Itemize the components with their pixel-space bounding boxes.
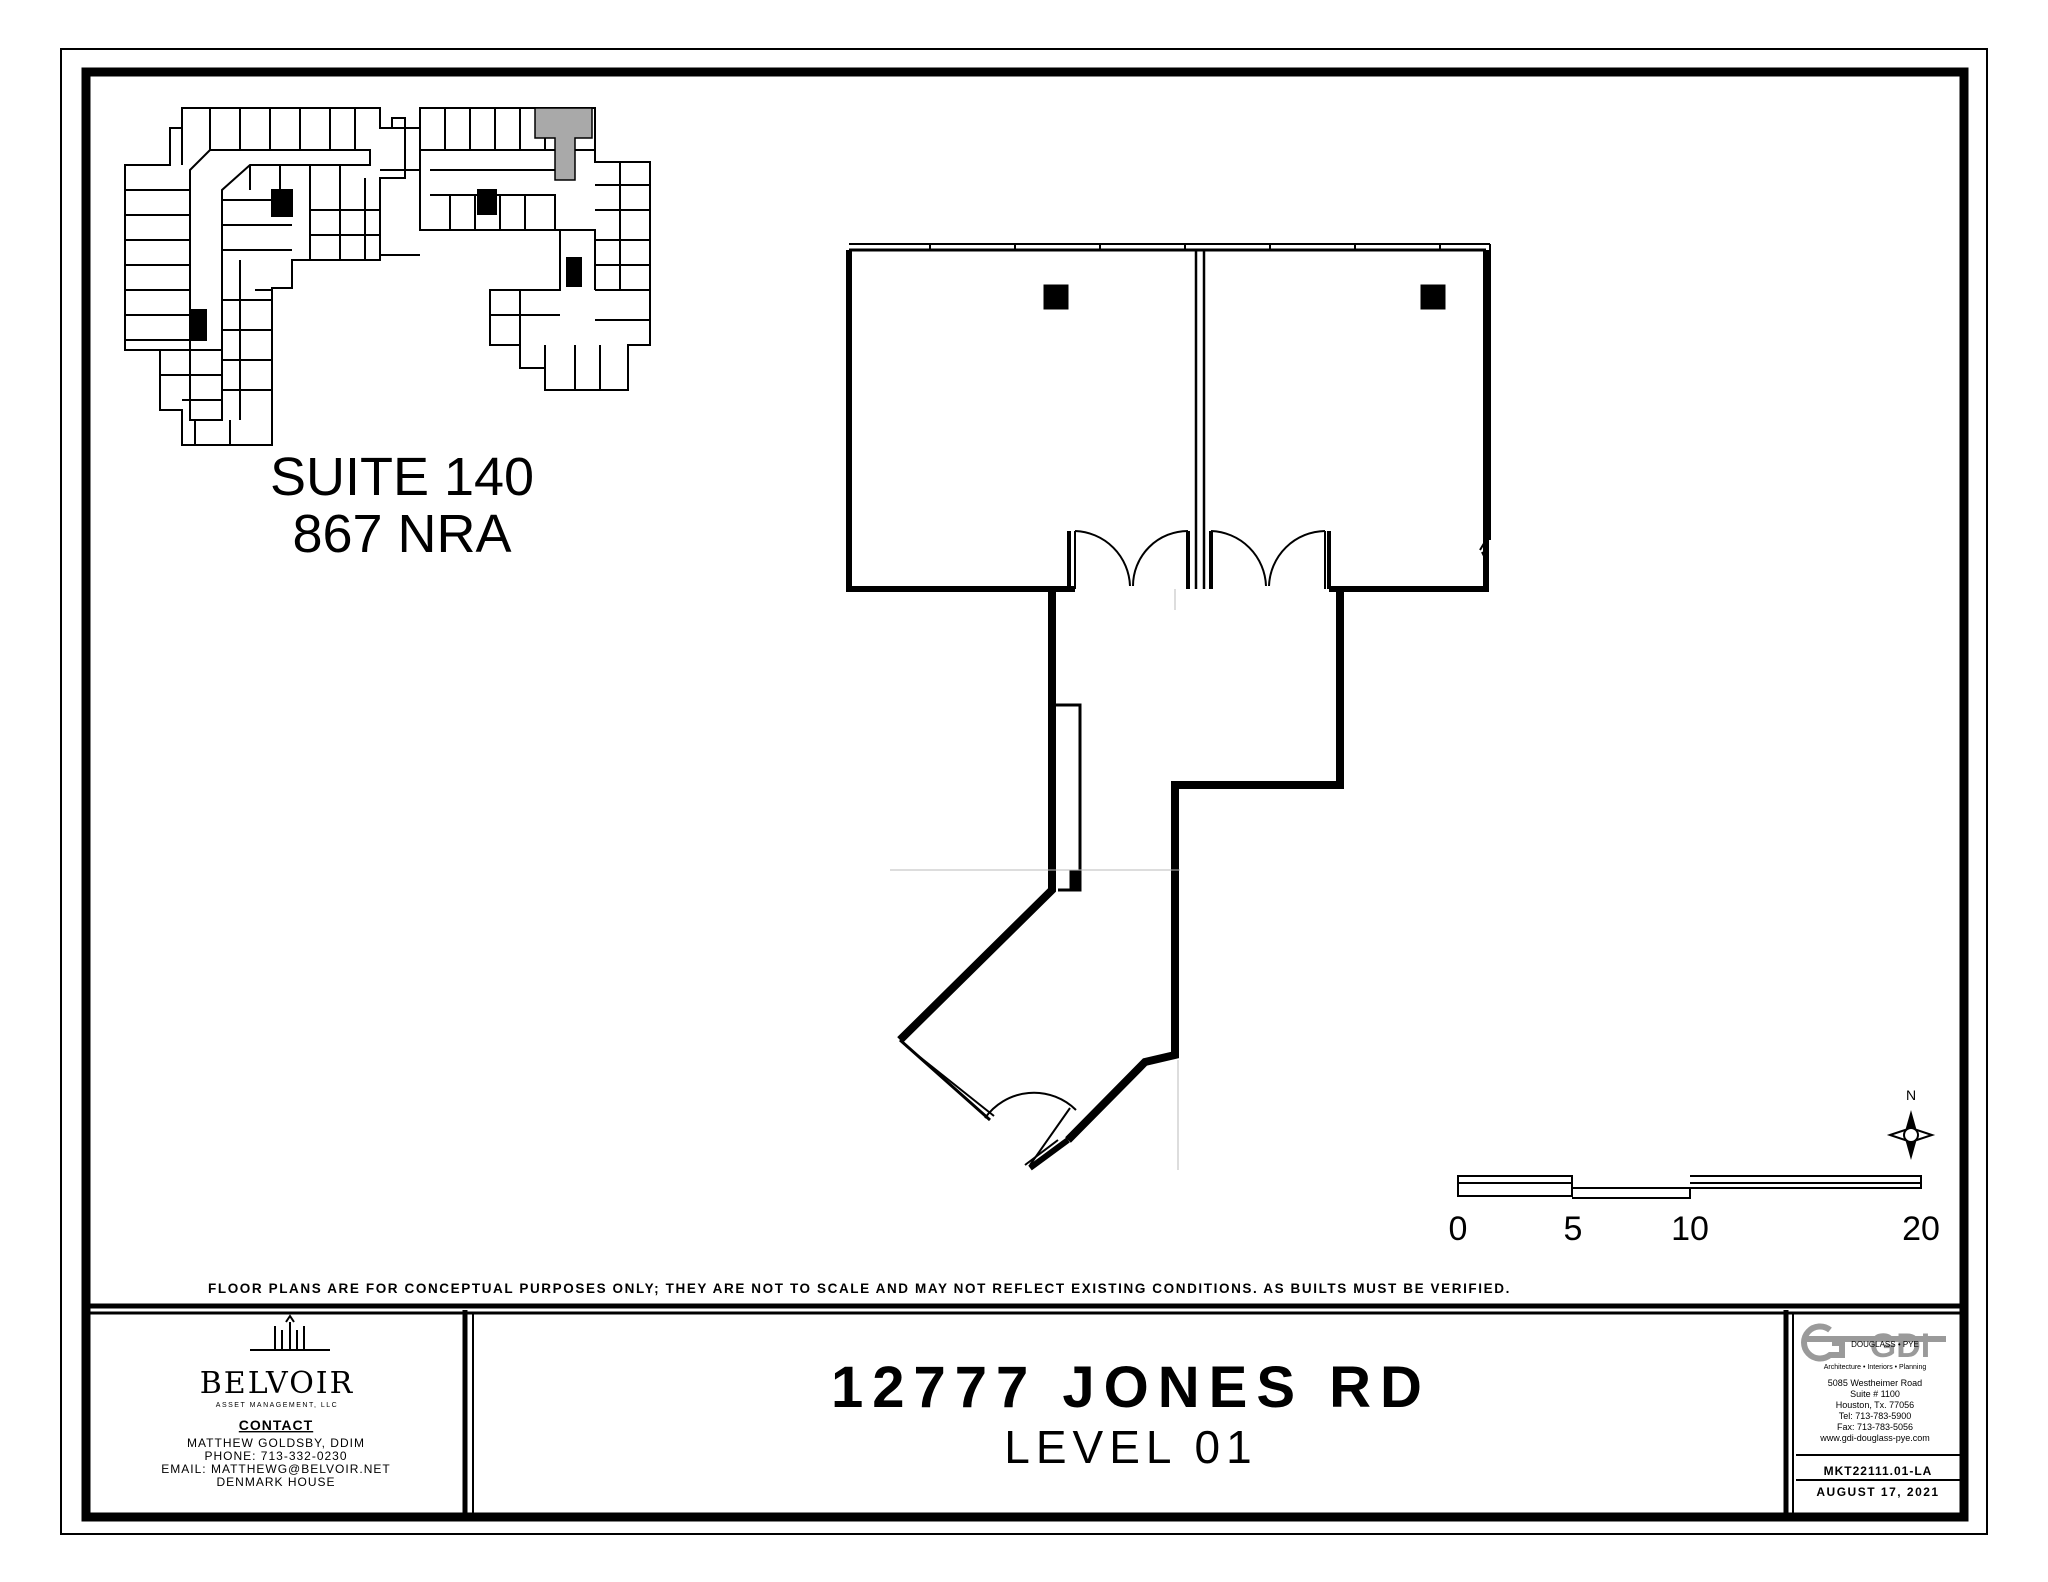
scale-tick-20: 20 [1902, 1210, 1940, 1248]
scale-tick-10: 10 [1671, 1210, 1709, 1248]
firm-line-3: Suite # 1100 [1850, 1389, 1900, 1399]
scale-tick-5: 5 [1564, 1210, 1583, 1248]
north-label: N [1906, 1087, 1916, 1103]
door-swing-2 [1132, 530, 1189, 587]
scale-bar [1457, 1175, 1922, 1199]
nra-label: 867 NRA [292, 504, 511, 564]
drawing-date: AUGUST 17, 2021 [1816, 1485, 1939, 1499]
north-arrow-icon [1886, 1110, 1936, 1160]
inner-frame [81, 67, 1969, 1522]
firm-line-7: www.gdi-douglass-pye.com [1819, 1433, 1930, 1443]
corridor-wall-left [897, 589, 1056, 1043]
door-swing-4 [1268, 530, 1326, 587]
contact-name: MATTHEW GOLDSBY, DDIM [187, 1436, 365, 1450]
firm-line-1: Architecture • Interiors • Planning [1824, 1364, 1927, 1371]
logo-subtitle: ASSET MANAGEMENT, LLC [216, 1402, 338, 1409]
contact-phone: PHONE: 713-332-0230 [204, 1449, 347, 1463]
contact-heading: CONTACT [239, 1417, 313, 1433]
key-plan-suite-highlight [534, 107, 593, 181]
firm-line-5: Tel: 713-783-5900 [1839, 1411, 1912, 1421]
firm-line-2: 5085 Westheimer Road [1828, 1378, 1922, 1388]
suite-label: SUITE 140 [270, 447, 534, 507]
belvoir-logo-icon [250, 1314, 330, 1351]
suite-floor-plan [846, 243, 1491, 1171]
gdi-logo-icon [1801, 1323, 1946, 1362]
corridor-wall-right [1065, 589, 1344, 1143]
entry-door-swing [984, 1091, 1077, 1119]
firm-tagline: DOUGLASS • PYE [1851, 1340, 1919, 1349]
project-level: LEVEL 01 [1004, 1421, 1257, 1473]
gdi-logo-text: GDI [1870, 1327, 1930, 1365]
firm-line-6: Fax: 713-783-5056 [1837, 1422, 1913, 1432]
suite-exterior-wall [846, 250, 1075, 592]
column-left [1043, 284, 1069, 310]
logo-name: BELVOIR [200, 1366, 354, 1401]
contact-email: EMAIL: MATTHEWG@BELVOIR.NET [161, 1462, 390, 1476]
project-number: MKT22111.01-LA [1824, 1464, 1933, 1478]
key-plan [124, 107, 651, 446]
outer-frame [60, 48, 1988, 1535]
contact-company: DENMARK HOUSE [216, 1475, 335, 1489]
disclaimer-text: Floor plans are for conceptual purposes … [208, 1281, 1511, 1296]
suite-exterior-wall-right [1329, 250, 1489, 592]
scale-tick-0: 0 [1449, 1210, 1468, 1248]
column-right [1420, 284, 1446, 310]
door-swing-3 [1210, 530, 1267, 587]
project-address: 12777 JONES RD [831, 1355, 1431, 1420]
door-swing-1 [1074, 530, 1131, 587]
firm-line-4: Houston, Tx. 77056 [1836, 1400, 1914, 1410]
